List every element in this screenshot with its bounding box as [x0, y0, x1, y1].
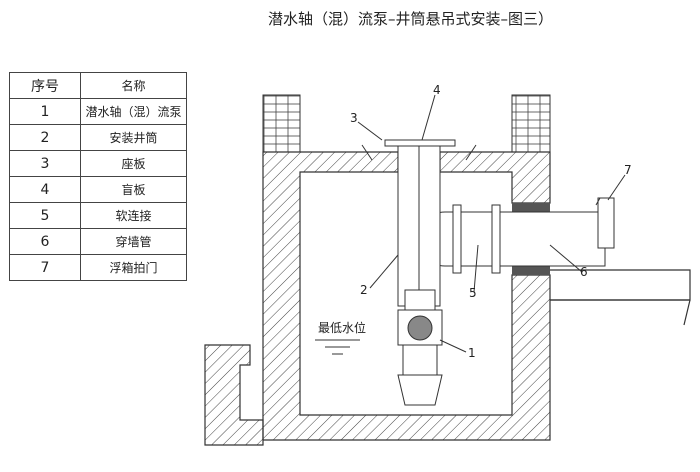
water-level-label: 最低水位 [318, 320, 366, 335]
row-no: 2 [9, 124, 81, 151]
row-name: 浮箱拍门 [80, 254, 187, 281]
header-no: 序号 [9, 72, 81, 99]
row-name: 座板 [80, 150, 187, 177]
water-level-mark [315, 339, 360, 355]
callout-6: 6 [580, 265, 588, 279]
table-header: 序号名称 [9, 72, 187, 99]
row-no: 3 [9, 150, 81, 177]
row-no: 7 [9, 254, 81, 281]
row-no: 6 [9, 228, 81, 255]
row-no: 1 [9, 98, 81, 125]
brick-pillars [262, 94, 551, 153]
callout-2: 2 [360, 283, 368, 297]
callout-7: 7 [624, 163, 632, 177]
row-name: 安装井筒 [80, 124, 187, 151]
callout-1: 1 [468, 346, 476, 360]
leader-lines [357, 94, 626, 353]
concrete-walls [204, 151, 691, 446]
callout-3: 3 [350, 111, 358, 125]
well-tube [361, 139, 477, 307]
diagram-title: 潜水轴（混）流泵–井筒悬吊式安装–图三） [268, 10, 554, 28]
callout-4: 4 [433, 83, 441, 97]
pump [397, 289, 443, 406]
callout-5: 5 [469, 286, 477, 300]
row-no: 5 [9, 202, 81, 229]
header-name: 名称 [80, 72, 187, 99]
row-name: 潜水轴（混）流泵 [80, 98, 187, 125]
row-name: 盲板 [80, 176, 187, 203]
